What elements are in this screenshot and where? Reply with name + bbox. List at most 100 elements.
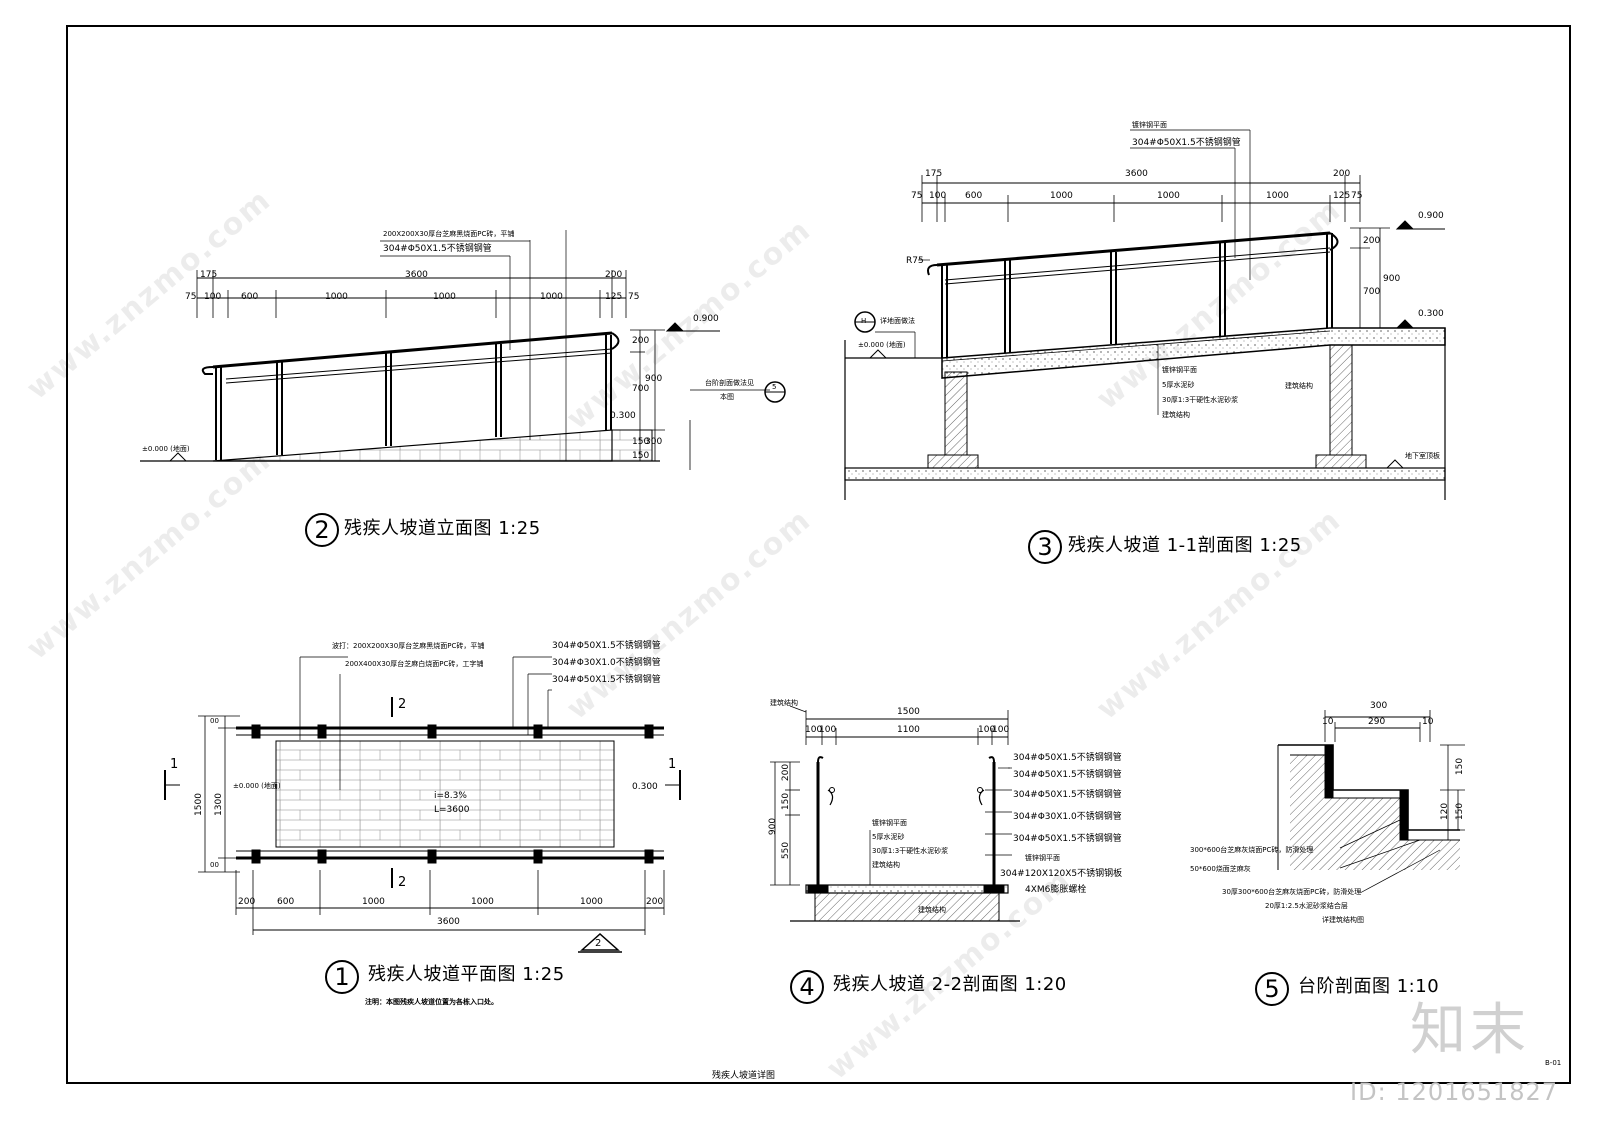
dim-text: 100 [805, 725, 823, 735]
level-text: 0.300 [1418, 309, 1444, 319]
view-title: 残疾人坡道 2-2剖面图 1:20 [833, 974, 1067, 995]
dim-text: 00 [210, 861, 219, 869]
radius-text: R75 [906, 256, 924, 266]
dim-text: 1000 [1157, 191, 1180, 201]
material-label: 镀锌钢平面 [1132, 121, 1167, 129]
material-label: 304#Φ50X1.5不锈钢钢管 [1013, 834, 1122, 844]
view-number: 2 [305, 513, 339, 547]
dim-text: 200 [646, 897, 664, 907]
dim-text: 300 [645, 437, 663, 447]
dim-text: 700 [632, 384, 650, 394]
dim-text: 150 [1455, 802, 1466, 821]
material-label: 304#Φ50X1.5不锈钢钢管 [552, 641, 661, 651]
slope-text: i=8.3% [434, 791, 467, 801]
material-label: 波打：200X200X30厚台芝麻黑烧面PC砖，平铺 [332, 642, 485, 650]
view-4-section [770, 705, 1020, 922]
material-label: 20厚1:2.5水泥砂浆结合层 [1265, 902, 1348, 910]
material-label: 建筑结构 [918, 906, 946, 914]
dim-text: 700 [1363, 287, 1381, 297]
dim-text: 600 [965, 191, 983, 201]
dim-text: 550 [781, 841, 792, 860]
view-title: 台阶剖面图 1:10 [1298, 976, 1440, 997]
view-title: 残疾人坡道 1-1剖面图 1:25 [1068, 535, 1302, 556]
material-label: 建筑结构 [770, 699, 798, 707]
dim-text: 120 [1440, 802, 1451, 821]
material-label: 5厚水泥砂 [872, 833, 905, 841]
material-label: 304#Φ30X1.0不锈钢钢管 [552, 658, 661, 668]
material-label: 304#Φ50X1.5不锈钢钢管 [1013, 753, 1122, 763]
dim-text: 600 [277, 897, 295, 907]
section-mark: 2 [398, 875, 407, 890]
view-title: 残疾人坡道平面图 1:25 [368, 964, 565, 985]
material-label: 304#Φ30X1.0不锈钢钢管 [1013, 812, 1122, 822]
dim-text: 200 [632, 336, 650, 346]
view-3-section [844, 129, 1446, 500]
view-5-step [1277, 710, 1465, 894]
material-label: 镀锌钢平面 [1162, 366, 1197, 374]
material-label: 镀锌钢平面 [872, 819, 907, 827]
material-label: 200X400X30厚台芝麻白烧面PC砖，工字铺 [345, 660, 484, 668]
material-label: 30厚1:3干硬性水泥砂浆 [1162, 396, 1239, 404]
dim-text: 900 [768, 817, 779, 836]
dim-text: 175 [925, 169, 943, 179]
material-label: 300*600台芝麻灰烧面PC砖，防滑处理 [1190, 846, 1314, 854]
material-label: 详建筑结构图 [1322, 916, 1364, 924]
material-label: 30厚1:3干硬性水泥砂浆 [872, 847, 949, 855]
dim-text: 10 [1322, 717, 1334, 727]
plan-note: 注明：本图残疾人坡道位置为各栋入口处。 [365, 998, 498, 1006]
callout-text: 本图 [720, 393, 734, 401]
material-label: 5厚水泥砂 [1162, 381, 1195, 389]
sheet-border [66, 25, 1571, 1084]
dim-text: 600 [241, 292, 259, 302]
dim-text: 200 [238, 897, 256, 907]
dim-text: 1000 [1266, 191, 1289, 201]
material-label: 304#Φ50X1.5不锈钢钢管 [1013, 790, 1122, 800]
dim-text: 100 [929, 191, 947, 201]
material-label: 50*600烧面芝麻灰 [1190, 865, 1251, 873]
material-label: 建筑结构 [1285, 382, 1313, 390]
dim-text: 150 [632, 451, 650, 461]
dim-text: 3600 [437, 917, 460, 927]
dim-text: 3600 [1125, 169, 1148, 179]
section-mark: 2 [595, 938, 602, 949]
dim-text: 75 [1351, 191, 1363, 201]
dim-text: 150 [781, 792, 792, 811]
material-label: 建筑结构 [1162, 411, 1190, 419]
material-label: 建筑结构 [872, 861, 900, 869]
level-text: ±0.000 (地面) [233, 782, 281, 790]
material-label: 30厚300*600台芝麻灰烧面PC砖，防滑处理 [1222, 888, 1362, 896]
dim-text: 1000 [580, 897, 603, 907]
dim-text: 1000 [1050, 191, 1073, 201]
dim-text: 100 [978, 725, 996, 735]
dim-text: 150 [632, 437, 650, 447]
level-text: 0.900 [1418, 211, 1444, 221]
view-1-plan [164, 656, 681, 953]
dim-text: 200 [1363, 236, 1381, 246]
material-label: 304#120X120X5不锈钢钢板 [1000, 869, 1123, 879]
level-text: ±0.000 (地面) [858, 341, 906, 349]
dim-text: 175 [200, 270, 218, 280]
dim-text: 1000 [325, 292, 348, 302]
section-mark: 1 [170, 757, 179, 772]
dim-text: 3600 [405, 270, 428, 280]
view-number: 4 [790, 970, 824, 1004]
length-text: L=3600 [434, 805, 470, 815]
view-title: 残疾人坡道立面图 1:25 [344, 518, 541, 539]
level-text: 0.300 [610, 411, 636, 421]
dim-text: 200 [781, 763, 792, 782]
view-2-elevation [140, 230, 786, 470]
dim-text: 150 [1455, 757, 1466, 776]
material-label: 镀锌钢平面 [1025, 854, 1060, 862]
material-label: 304#Φ50X1.5不锈钢钢管 [552, 675, 661, 685]
dim-text: 1300 [213, 793, 224, 816]
dim-text: 125 [605, 292, 623, 302]
dim-text: 125 [1333, 191, 1351, 201]
detail-ref: H [861, 317, 867, 325]
dim-text: 1500 [897, 707, 920, 717]
dim-text: 200 [605, 270, 623, 280]
dim-text: 00 [210, 717, 219, 725]
dim-text: 75 [185, 292, 197, 302]
detail-ref: 5 [772, 383, 777, 391]
material-label: 304#Φ50X1.5不锈钢钢管 [1013, 770, 1122, 780]
